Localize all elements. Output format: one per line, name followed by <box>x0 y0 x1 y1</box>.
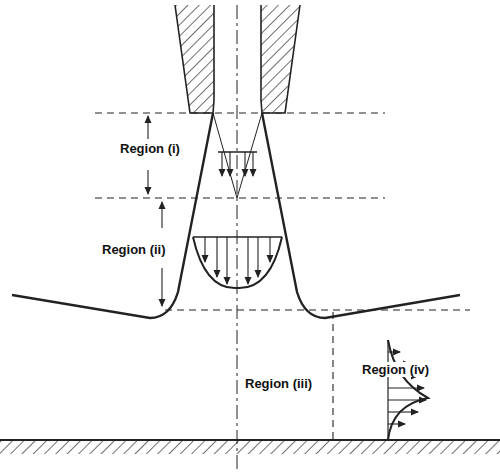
region-label: Region (iv) <box>360 362 431 377</box>
region-label: Region (i) <box>118 141 182 156</box>
region-label: Region (iii) <box>243 376 314 391</box>
region-label: Region (ii) <box>100 242 168 257</box>
